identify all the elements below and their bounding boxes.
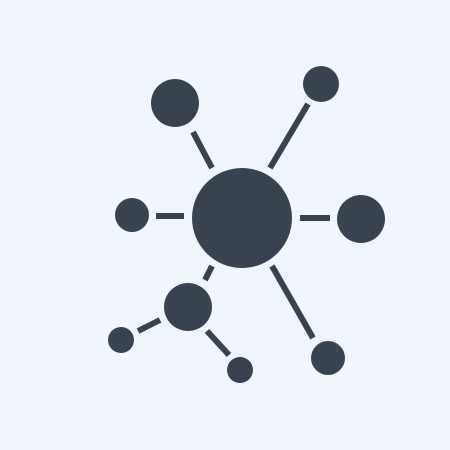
connector-lines xyxy=(136,102,330,358)
node-bottom-small xyxy=(227,357,253,383)
node-left xyxy=(115,198,149,232)
node-bottom-right xyxy=(311,341,345,375)
connector-hub-left xyxy=(136,317,162,334)
nodes xyxy=(108,66,385,383)
connector-hub-bottom xyxy=(204,328,232,358)
node-right xyxy=(337,195,385,243)
connector-center-bottom-right xyxy=(269,264,316,340)
connector-center-lower-left xyxy=(202,264,215,282)
center-node xyxy=(192,168,292,268)
hub-node-lower-left xyxy=(164,283,212,331)
connector-center-top-left xyxy=(190,130,215,170)
node-top-left xyxy=(151,79,199,127)
node-top-right xyxy=(303,66,339,102)
connector-center-top-right xyxy=(267,102,311,170)
node-far-left xyxy=(108,327,134,353)
